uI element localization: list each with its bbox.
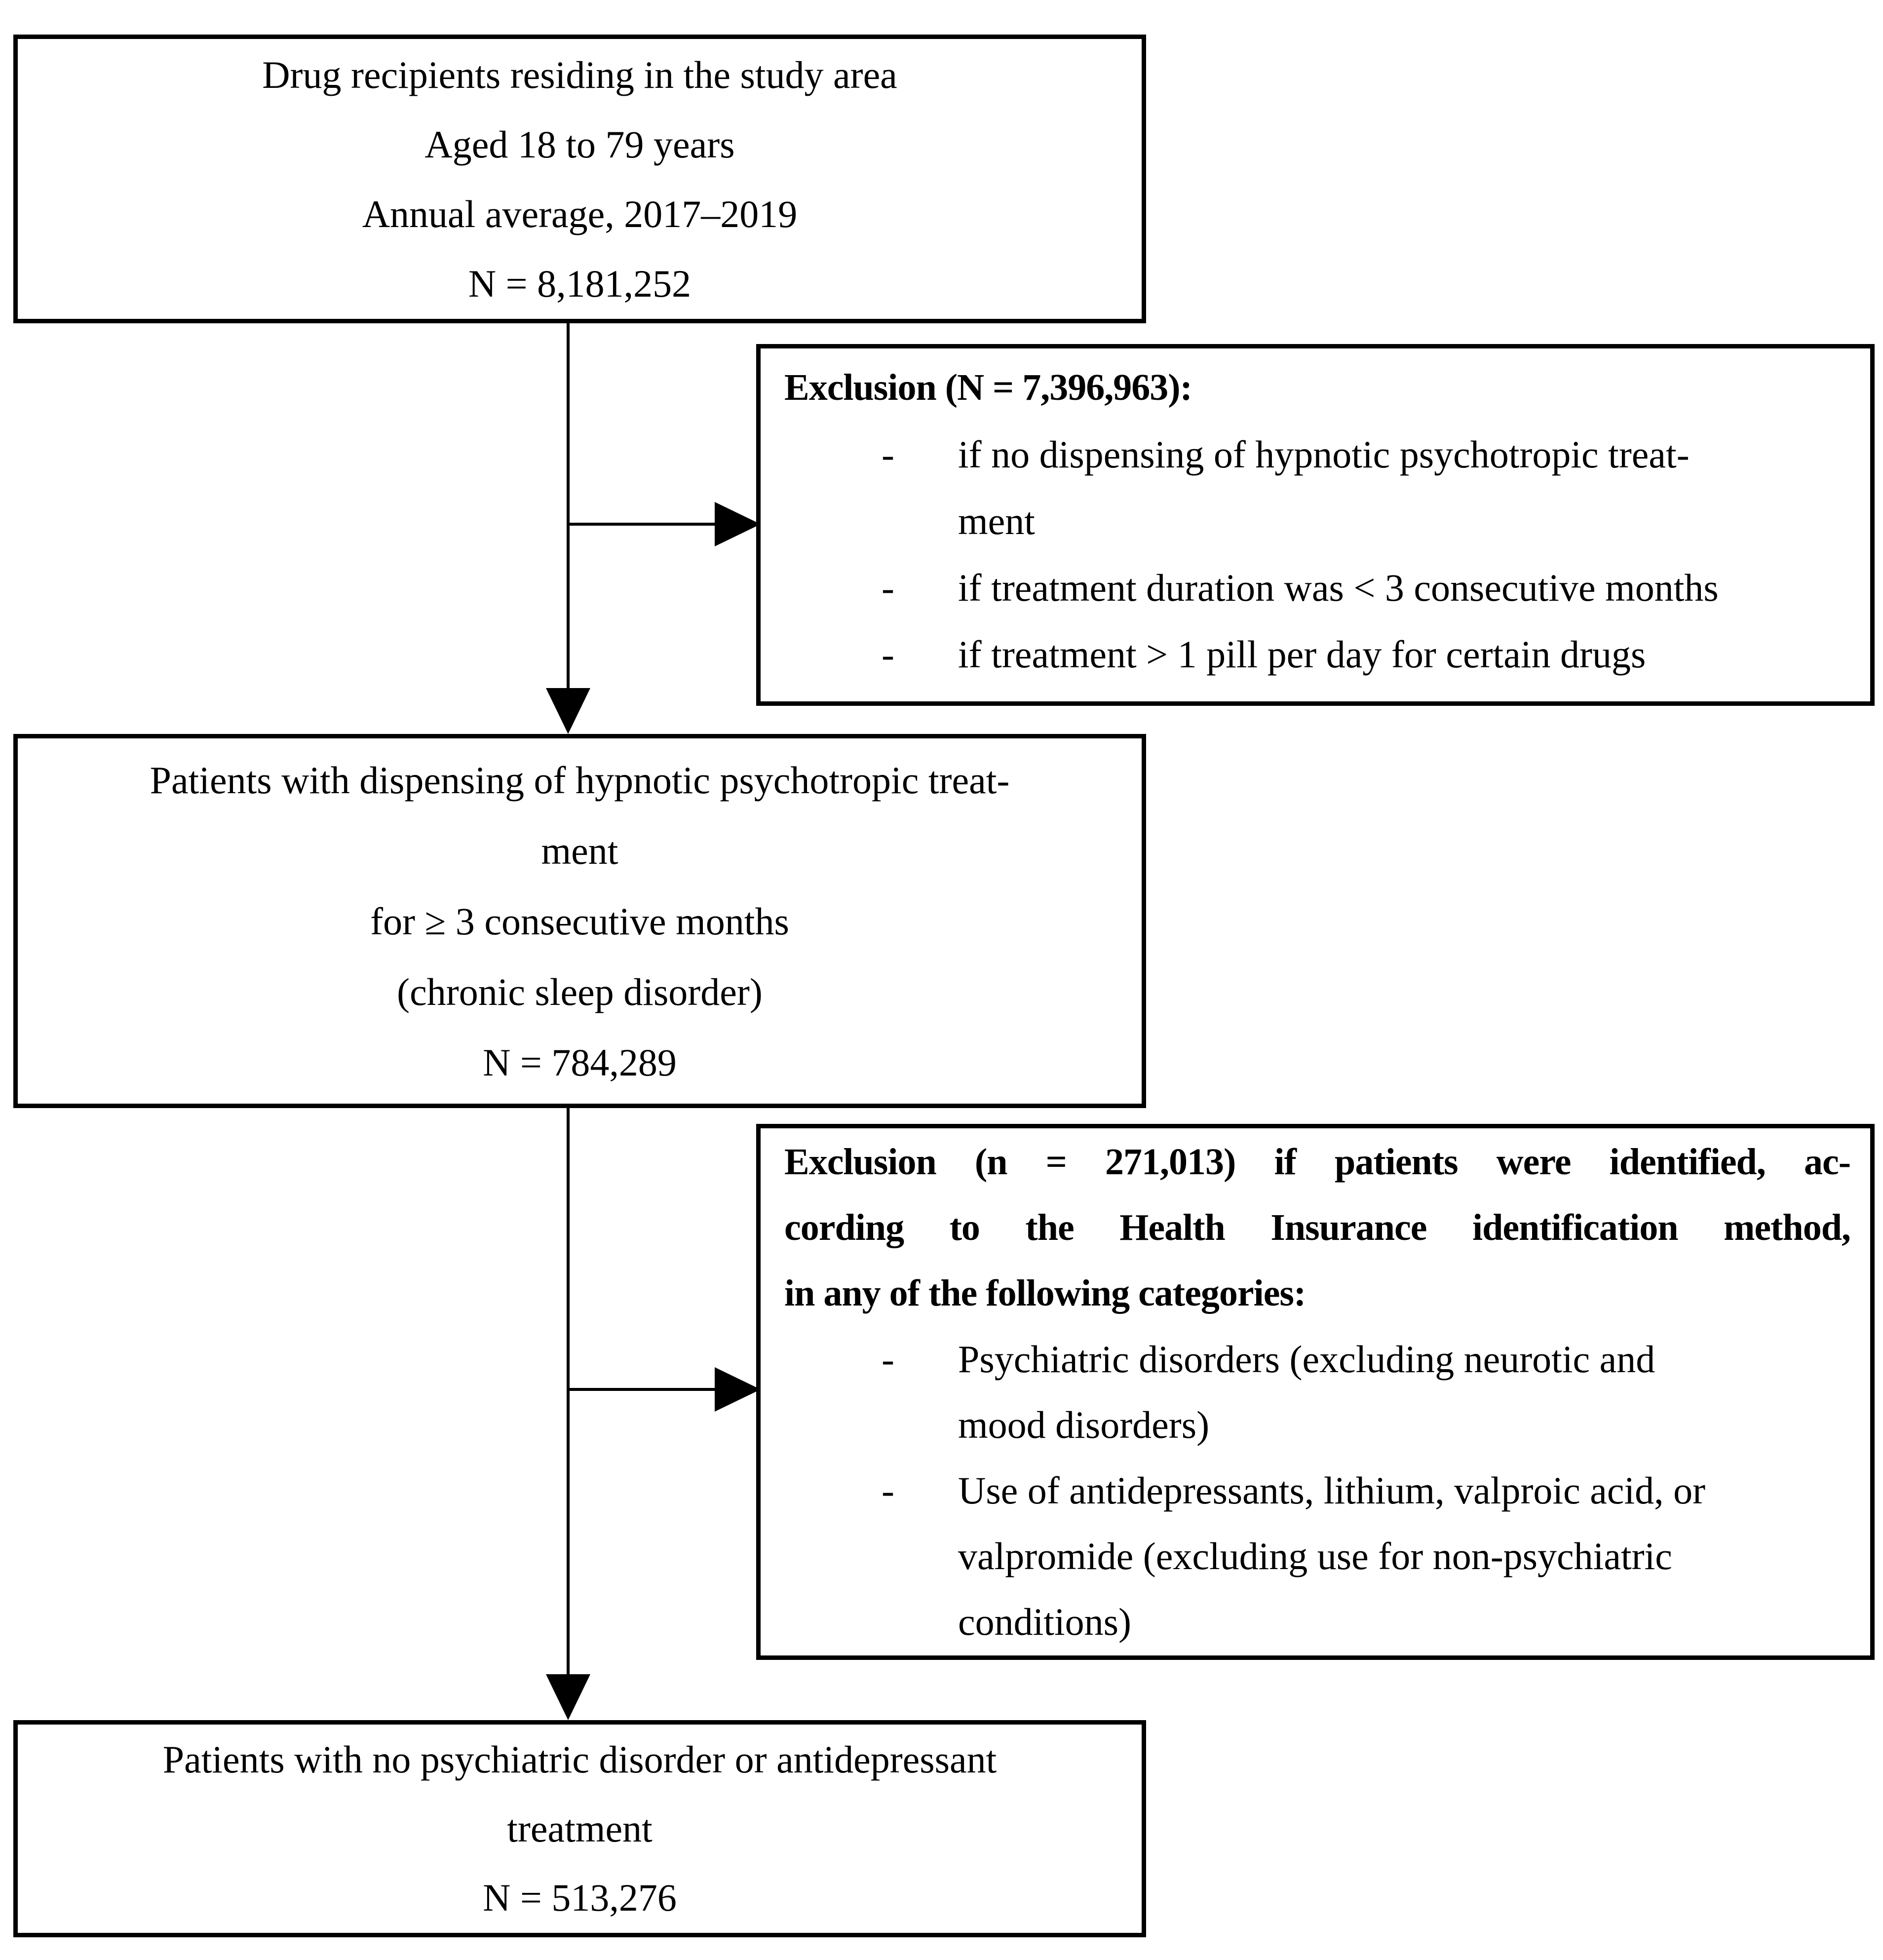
flow-box-population: Drug recipients residing in the study ar… <box>13 35 1146 323</box>
exclusion-1-bullet-3: if treatment > 1 pill per day for certai… <box>958 633 1646 676</box>
connector-vertical-line-2 <box>567 1108 570 1677</box>
connector-vertical-line-1 <box>567 323 570 691</box>
list-item: - if treatment duration was < 3 consecut… <box>780 554 1850 621</box>
flow-box-population-text: Drug recipients residing in the study ar… <box>262 53 897 305</box>
flow-box-exclusion-1: Exclusion (N = 7,396,963): - if no dispe… <box>756 344 1875 706</box>
connector-horizontal-line-1 <box>568 523 719 526</box>
arrow-right-icon-2 <box>715 1367 761 1412</box>
exclusion-1-bullet-1: if no dispensing of hypnotic psychotropi… <box>958 433 1690 542</box>
exclusion-2-heading-last-line: in any of the following categories: <box>784 1272 1306 1314</box>
bullet-dash-marker: - <box>882 433 894 476</box>
flow-box-final-cohort-text: Patients with no psychiatric disorder or… <box>162 1738 997 1919</box>
flow-box-final-cohort: Patients with no psychiatric disorder or… <box>13 1720 1146 1937</box>
bullet-dash-marker: - <box>882 1469 894 1512</box>
connector-horizontal-line-2 <box>568 1388 719 1391</box>
flow-box-chronic-sleep-disorder-text: Patients with dispensing of hypnotic psy… <box>150 758 1010 1084</box>
exclusion-2-bullet-1: Psychiatric disorders (excluding neuroti… <box>958 1338 1655 1446</box>
list-item: - Psychiatric disorders (excluding neuro… <box>780 1326 1850 1458</box>
list-item: - Use of antidepressants, lithium, valpr… <box>780 1458 1850 1654</box>
bullet-dash-marker: - <box>882 1338 894 1381</box>
flow-box-exclusion-2: Exclusion (n = 271,013) if patients were… <box>756 1124 1875 1660</box>
arrow-down-icon-2 <box>546 1674 590 1720</box>
list-item: - if treatment > 1 pill per day for cert… <box>780 621 1850 688</box>
exclusion-2-bullet-2: Use of antidepressants, lithium, valproi… <box>958 1469 1706 1643</box>
bullet-dash-marker: - <box>882 566 894 609</box>
flow-box-chronic-sleep-disorder: Patients with dispensing of hypnotic psy… <box>13 734 1146 1108</box>
exclusion-1-heading: Exclusion (N = 7,396,963): <box>784 367 1192 408</box>
bullet-dash-marker: - <box>882 633 894 676</box>
list-item: - if no dispensing of hypnotic psychotro… <box>780 421 1850 554</box>
arrow-down-icon-1 <box>546 688 590 734</box>
arrow-right-icon-1 <box>715 502 761 546</box>
exclusion-2-heading-justified: Exclusion (n = 271,013) if patients were… <box>784 1141 1851 1248</box>
exclusion-1-bullet-2: if treatment duration was < 3 consecutiv… <box>958 566 1719 609</box>
